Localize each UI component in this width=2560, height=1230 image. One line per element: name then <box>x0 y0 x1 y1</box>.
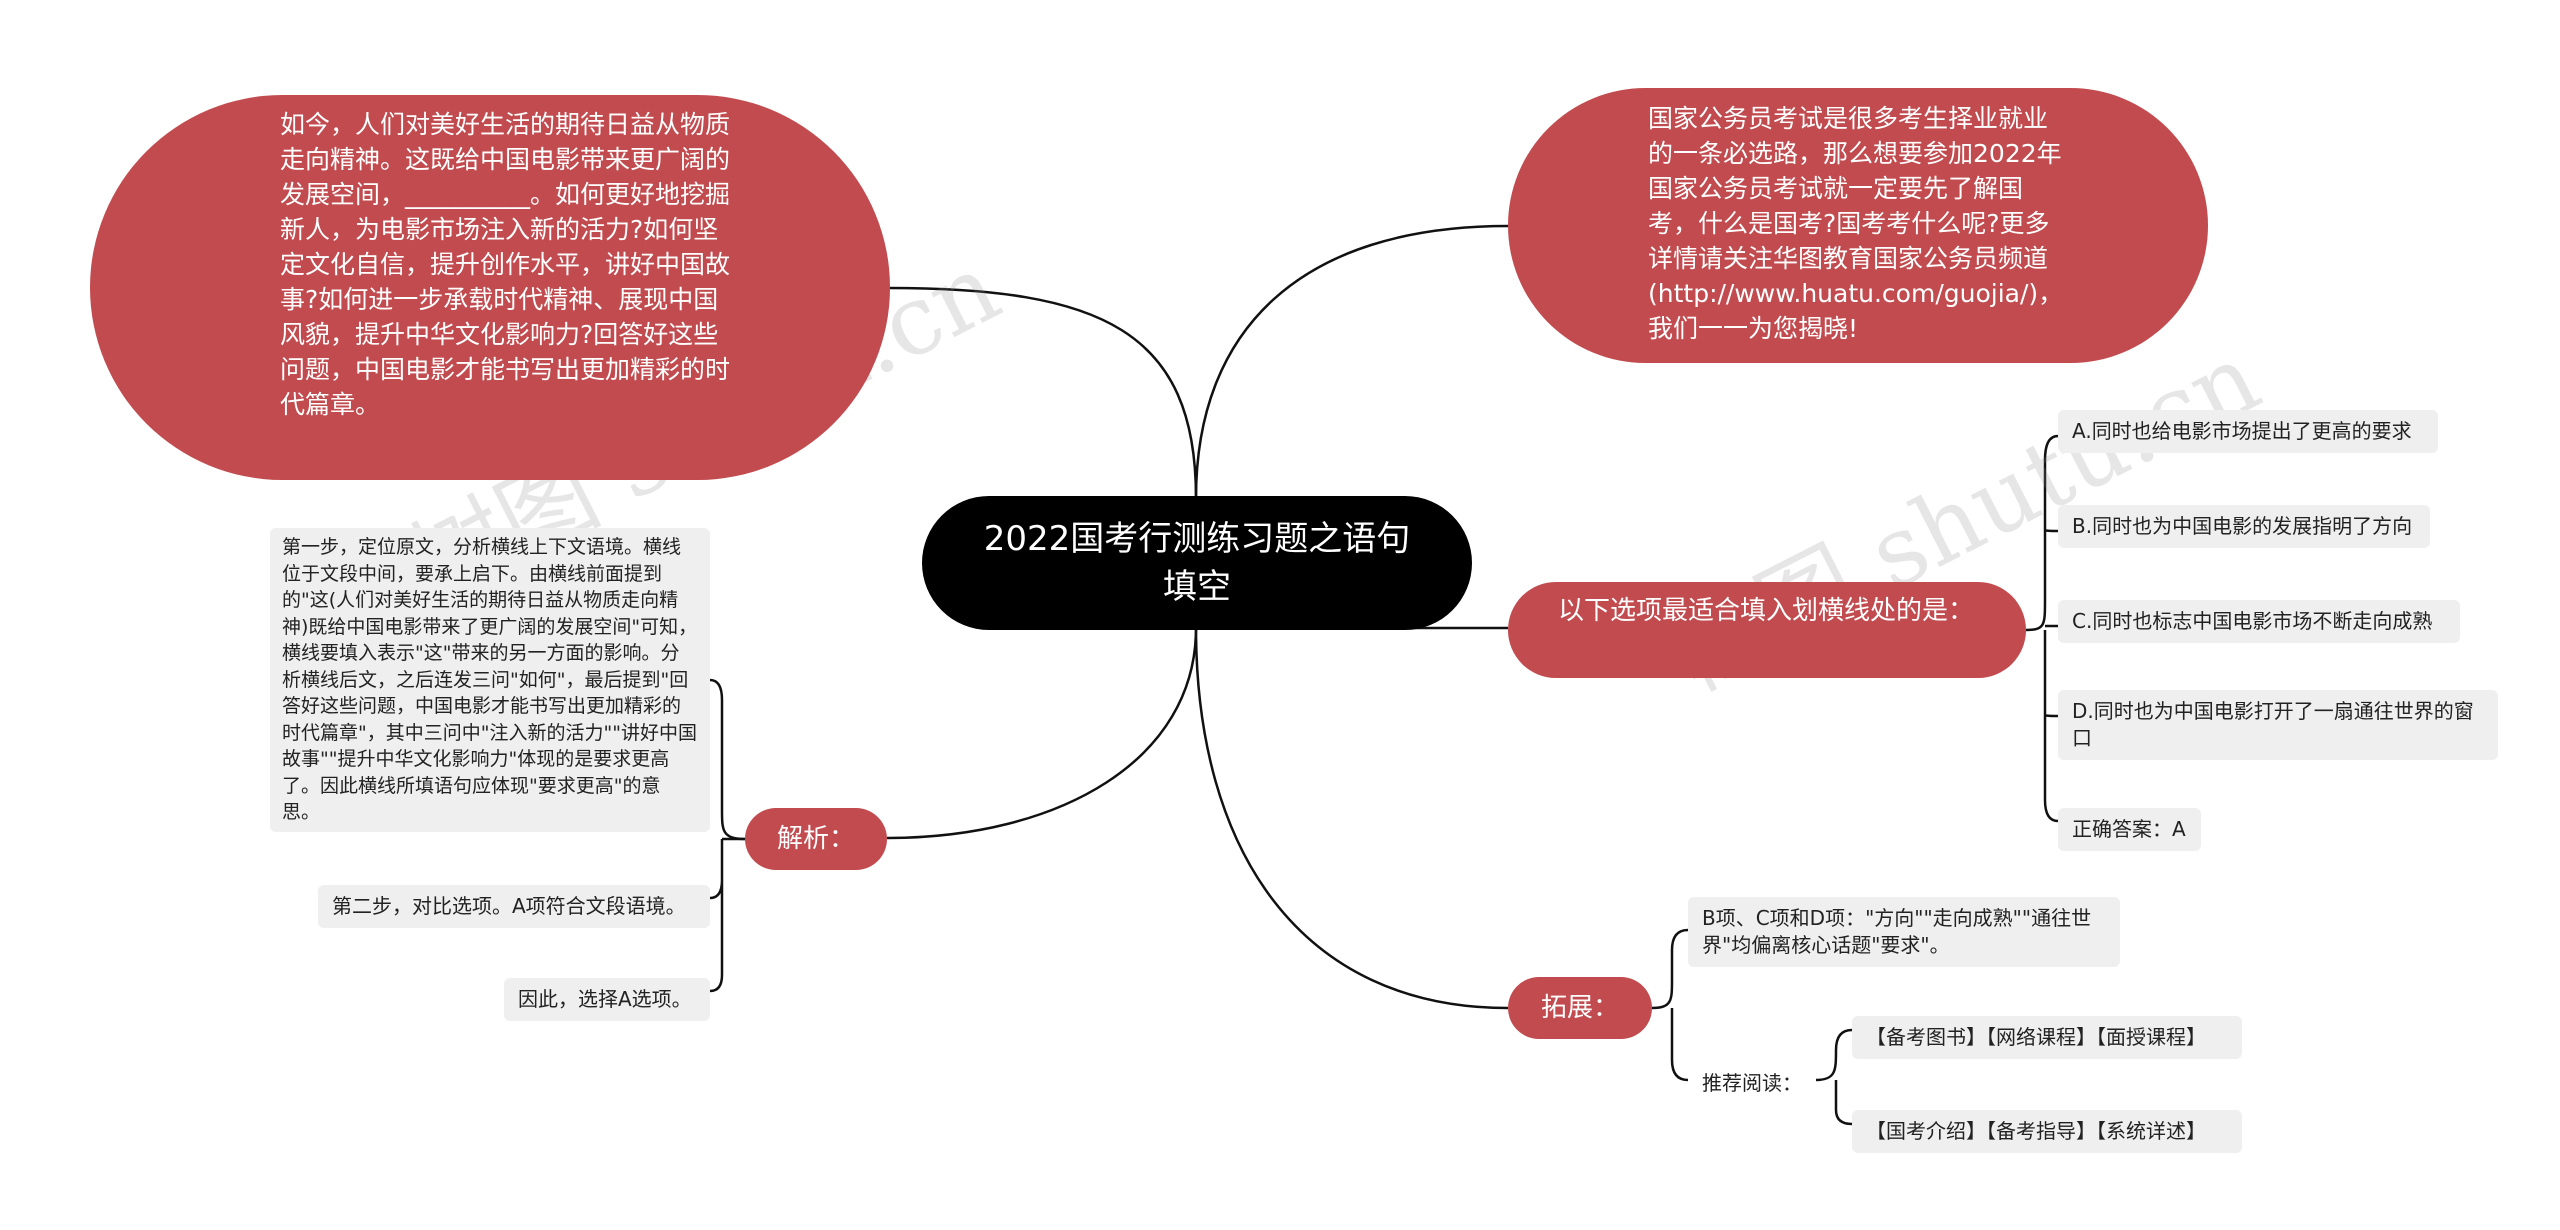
answer-node[interactable]: 正确答案：A <box>2058 808 2201 851</box>
option-c[interactable]: C.同时也标志中国电影市场不断走向成熟 <box>2058 600 2460 643</box>
reading-label[interactable]: 推荐阅读： <box>1702 1071 1802 1095</box>
analysis-node[interactable]: 解析： <box>745 808 887 870</box>
connector-intro <box>1194 224 1509 499</box>
reading-link-1[interactable]: 【备考图书】【网络课程】【面授课程】 <box>1852 1016 2242 1059</box>
question-node[interactable]: 以下选项最适合填入划横线处的是： <box>1508 582 2026 678</box>
root-node[interactable]: 2022国考行测练习题之语句填空 <box>922 496 1472 630</box>
extension-node[interactable]: 拓展： <box>1508 977 1652 1039</box>
extension-note[interactable]: B项、C项和D项："方向""走向成熟""通往世界"均偏离核心话题"要求"。 <box>1688 897 2120 967</box>
analysis-step-1[interactable]: 第一步，定位原文，分析横线上下文语境。横线位于文段中间，要承上启下。由横线前面提… <box>270 528 710 832</box>
option-b[interactable]: B.同时也为中国电影的发展指明了方向 <box>2058 505 2430 548</box>
connector-passage <box>887 286 1198 499</box>
reading-link-2[interactable]: 【国考介绍】【备考指导】【系统详述】 <box>1852 1110 2242 1153</box>
connector-extension <box>1194 627 1509 1010</box>
passage-node[interactable]: 如今，人们对美好生活的期待日益从物质走向精神。这既给中国电影带来更广阔的发展空间… <box>90 95 890 480</box>
connector-steps <box>709 678 746 993</box>
analysis-step-2[interactable]: 第二步，对比选项。A项符合文段语境。 <box>318 885 710 928</box>
intro-node[interactable]: 国家公务员考试是很多考生择业就业的一条必选路，那么想要参加2022年国家公务员考… <box>1508 88 2208 363</box>
connector-extension-children <box>1651 928 1689 1082</box>
connector-options <box>2025 434 2059 823</box>
option-d[interactable]: D.同时也为中国电影打开了一扇通往世界的窗口 <box>2058 690 2498 760</box>
analysis-step-3[interactable]: 因此，选择A选项。 <box>504 978 710 1021</box>
connector-analysis <box>886 627 1198 840</box>
connector-reading <box>1815 1028 1853 1126</box>
root-title: 2022国考行测练习题之语句填空 <box>983 519 1411 607</box>
option-a[interactable]: A.同时也给电影市场提出了更高的要求 <box>2058 410 2438 453</box>
